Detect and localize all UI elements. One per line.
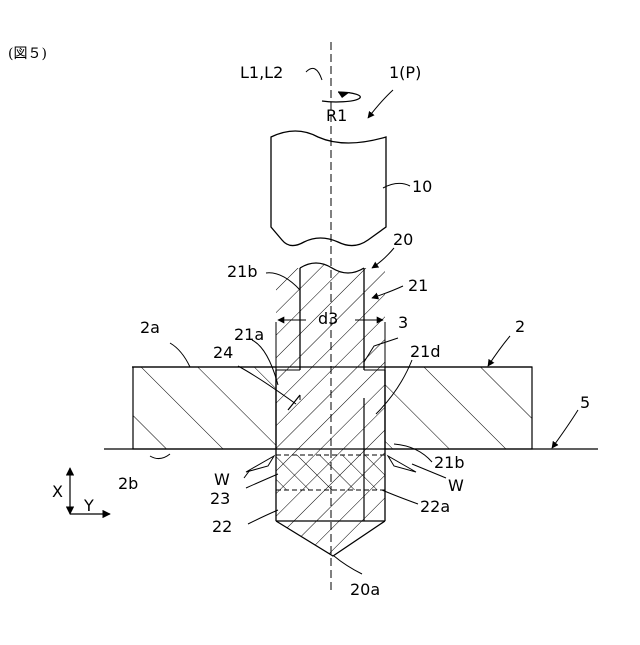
shank bbox=[271, 131, 386, 246]
label-backing: 5 bbox=[580, 393, 590, 412]
label-cutting-edge: 22a bbox=[420, 497, 450, 516]
label-cutting-part: 22 bbox=[212, 517, 232, 536]
label-burr-zone: 23 bbox=[210, 489, 230, 508]
drill-bit bbox=[270, 255, 390, 565]
label-bit-tip: 20a bbox=[350, 580, 380, 599]
label-groove-right: 21d bbox=[410, 342, 441, 361]
label-chip-left: W bbox=[214, 470, 230, 489]
label-tool: 1(P) bbox=[389, 63, 421, 82]
label-axis: L1,L2 bbox=[240, 63, 283, 82]
label-chip-right: W bbox=[448, 476, 464, 495]
figure-number: (図５) bbox=[8, 46, 47, 62]
label-axis-y: Y bbox=[83, 496, 94, 515]
label-hole: 3 bbox=[398, 313, 408, 332]
label-rotation: R1 bbox=[326, 106, 347, 125]
label-groove-left: 21a bbox=[234, 325, 264, 344]
label-plate-top: 2a bbox=[140, 318, 160, 337]
rotation-arrow bbox=[322, 92, 360, 102]
label-axis-x: X bbox=[52, 482, 63, 501]
label-body-upper: 21b bbox=[227, 262, 258, 281]
label-diameter: d3 bbox=[318, 309, 338, 328]
label-shank: 10 bbox=[412, 177, 432, 196]
label-bit: 20 bbox=[393, 230, 413, 249]
label-plate: 2 bbox=[515, 317, 525, 336]
label-body: 21 bbox=[408, 276, 428, 295]
label-body-lower-right: 21b bbox=[434, 453, 465, 472]
label-plate-bottom: 2b bbox=[118, 474, 138, 493]
label-chamfer: 24 bbox=[213, 343, 233, 362]
